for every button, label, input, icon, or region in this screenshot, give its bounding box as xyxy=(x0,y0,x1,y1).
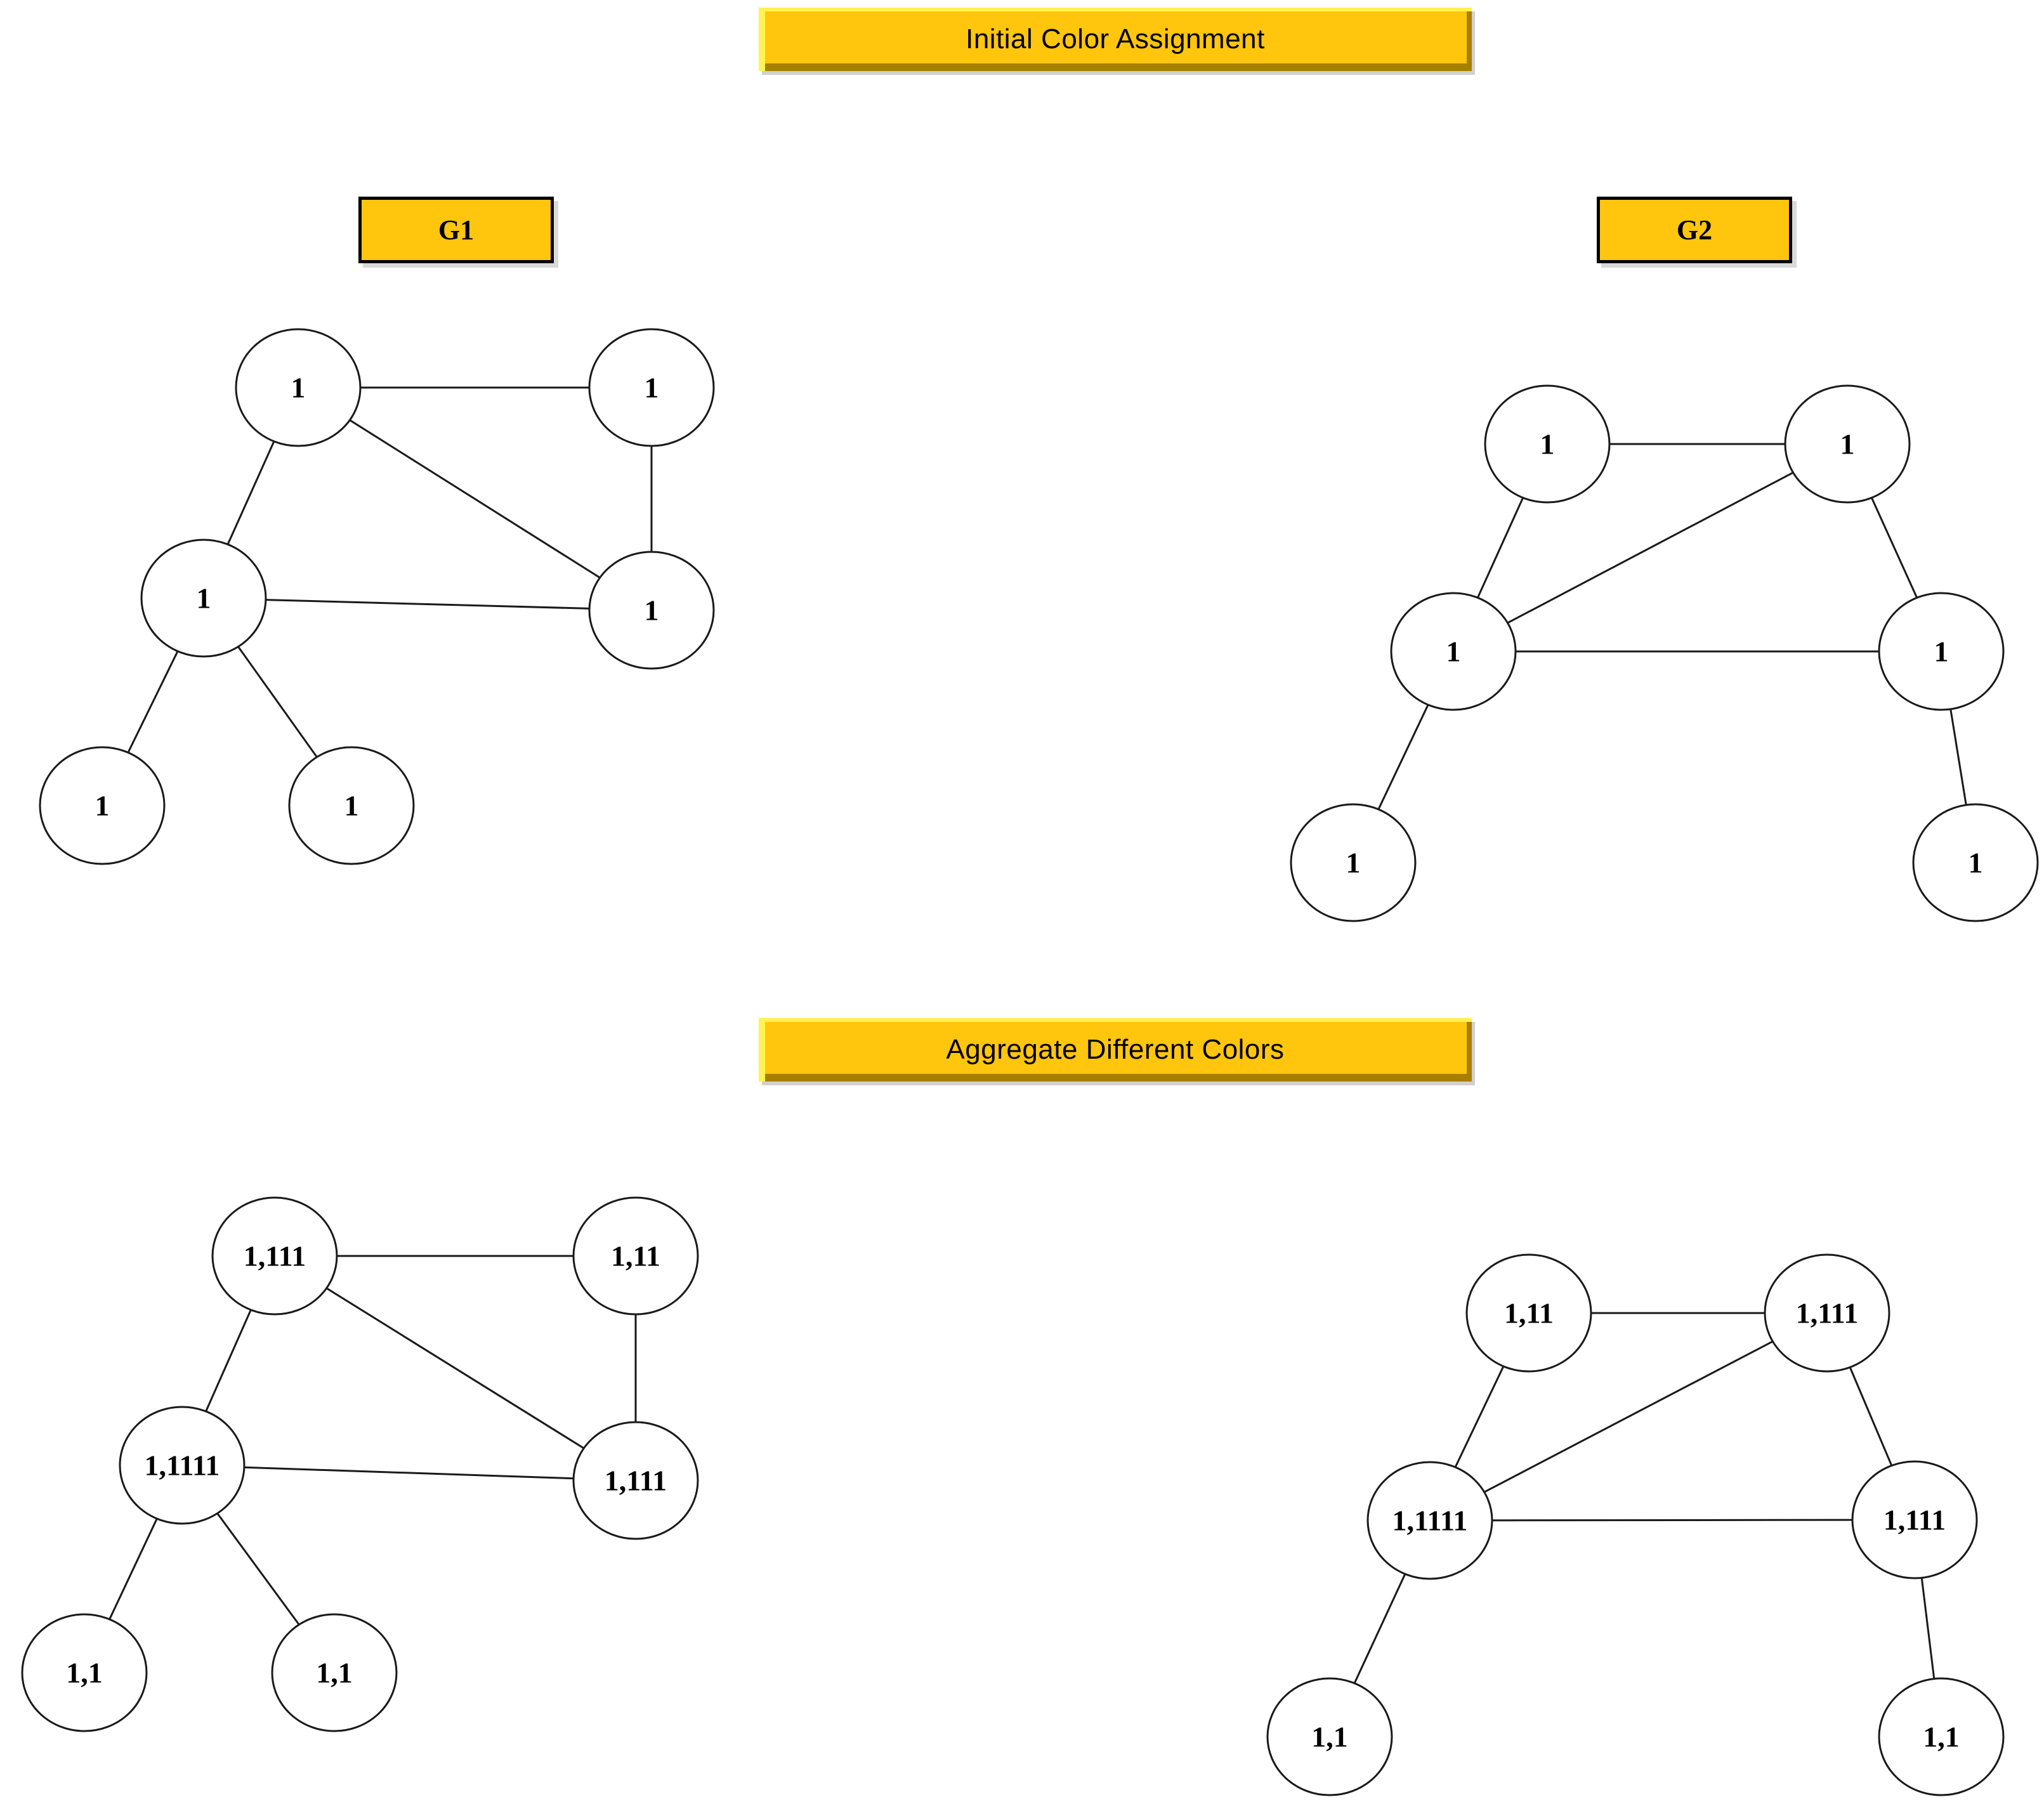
graph-edge xyxy=(1429,1312,1828,1522)
graph-node-label: 1,111 xyxy=(1883,1504,1946,1536)
graph-node-label: 1 xyxy=(1540,428,1555,461)
graph-node xyxy=(1390,592,1517,711)
graph-edge xyxy=(298,386,652,611)
graph-node xyxy=(235,328,362,447)
graph-title-g2: G2 xyxy=(1676,214,1713,245)
graph-node-label: 1 xyxy=(645,372,659,404)
graph-node xyxy=(588,551,715,670)
graph-node xyxy=(140,539,267,658)
graph-node xyxy=(119,1406,246,1525)
graph-node-label: 1 xyxy=(95,790,110,822)
banner-initial-label: Initial Color Assignment xyxy=(966,23,1265,55)
graph-node xyxy=(1764,1253,1890,1373)
banner-aggregate-different-colors: Aggregate Different Colors xyxy=(759,1018,1472,1082)
graph-title-g1: G1 xyxy=(438,214,475,245)
graph-node xyxy=(572,1421,699,1540)
graph-node-label: 1,111 xyxy=(1796,1297,1858,1330)
graph-node-label: 1,1 xyxy=(316,1657,353,1689)
graph-node-label: 1,11 xyxy=(1504,1297,1554,1330)
graph-node xyxy=(1851,1460,1978,1579)
graph-node xyxy=(1266,1677,1393,1796)
graph-node-label: 1,111 xyxy=(605,1465,667,1497)
graph-node-label: 1,1 xyxy=(66,1657,103,1689)
graph-edge xyxy=(274,1255,636,1482)
graph-g1-aggregated: 1,111 1,11 1,1111 1,111 1,1 1,1 xyxy=(21,1196,699,1732)
graph-title-box-g1: G1 xyxy=(358,197,554,263)
graph-node-label: 1,1111 xyxy=(145,1449,220,1482)
graph-node xyxy=(211,1196,338,1316)
banner-initial-color-assignment: Initial Color Assignment xyxy=(759,8,1472,71)
graph-edge xyxy=(181,1464,636,1482)
graph-node-label: 1 xyxy=(645,594,659,627)
graph-node-label: 1,1 xyxy=(1311,1721,1348,1753)
graph-node xyxy=(1366,1461,1493,1580)
graph-node xyxy=(1878,592,2005,711)
graph-node-label: 1 xyxy=(1346,847,1361,879)
graph-edge xyxy=(1453,443,1848,653)
graph-node xyxy=(288,746,415,865)
graph-node xyxy=(1484,384,1611,504)
graph-g2-aggregated: 1,11 1,111 1,1111 1,111 1,1 1,1 xyxy=(1266,1253,2005,1796)
graph-node xyxy=(1465,1253,1592,1373)
graph-node-label: 1,111 xyxy=(244,1240,306,1272)
graph-node-label: 1 xyxy=(197,582,211,615)
graph-node xyxy=(39,746,166,865)
graph-node-label: 1 xyxy=(1840,428,1855,461)
graph-node xyxy=(588,328,715,447)
graph-title-box-g2: G2 xyxy=(1597,197,1792,263)
graph-node xyxy=(1878,1677,2005,1796)
graph-node-label: 1 xyxy=(1969,847,1983,879)
graph-node-label: 1 xyxy=(344,790,359,822)
graph-node-label: 1 xyxy=(1934,636,1949,668)
graph-node xyxy=(1290,803,1417,922)
graph-node-label: 1 xyxy=(291,372,306,404)
graph-node xyxy=(271,1613,398,1732)
graph-node xyxy=(1784,384,1911,504)
graph-node-label: 1 xyxy=(1446,636,1461,668)
graph-node-label: 1,11 xyxy=(611,1240,660,1272)
graph-g2-initial: 1 1 1 1 1 1 xyxy=(1290,384,2039,922)
banner-aggregate-label: Aggregate Different Colors xyxy=(946,1034,1285,1065)
graph-node xyxy=(572,1196,699,1316)
graph-node xyxy=(21,1613,148,1732)
graph-node xyxy=(1912,803,2039,922)
graph-node-label: 1,1 xyxy=(1923,1721,1960,1753)
graph-g1-initial: 1 1 1 1 1 1 xyxy=(39,328,715,865)
graph-node-label: 1,1111 xyxy=(1392,1505,1468,1537)
graph-edge xyxy=(203,597,652,611)
